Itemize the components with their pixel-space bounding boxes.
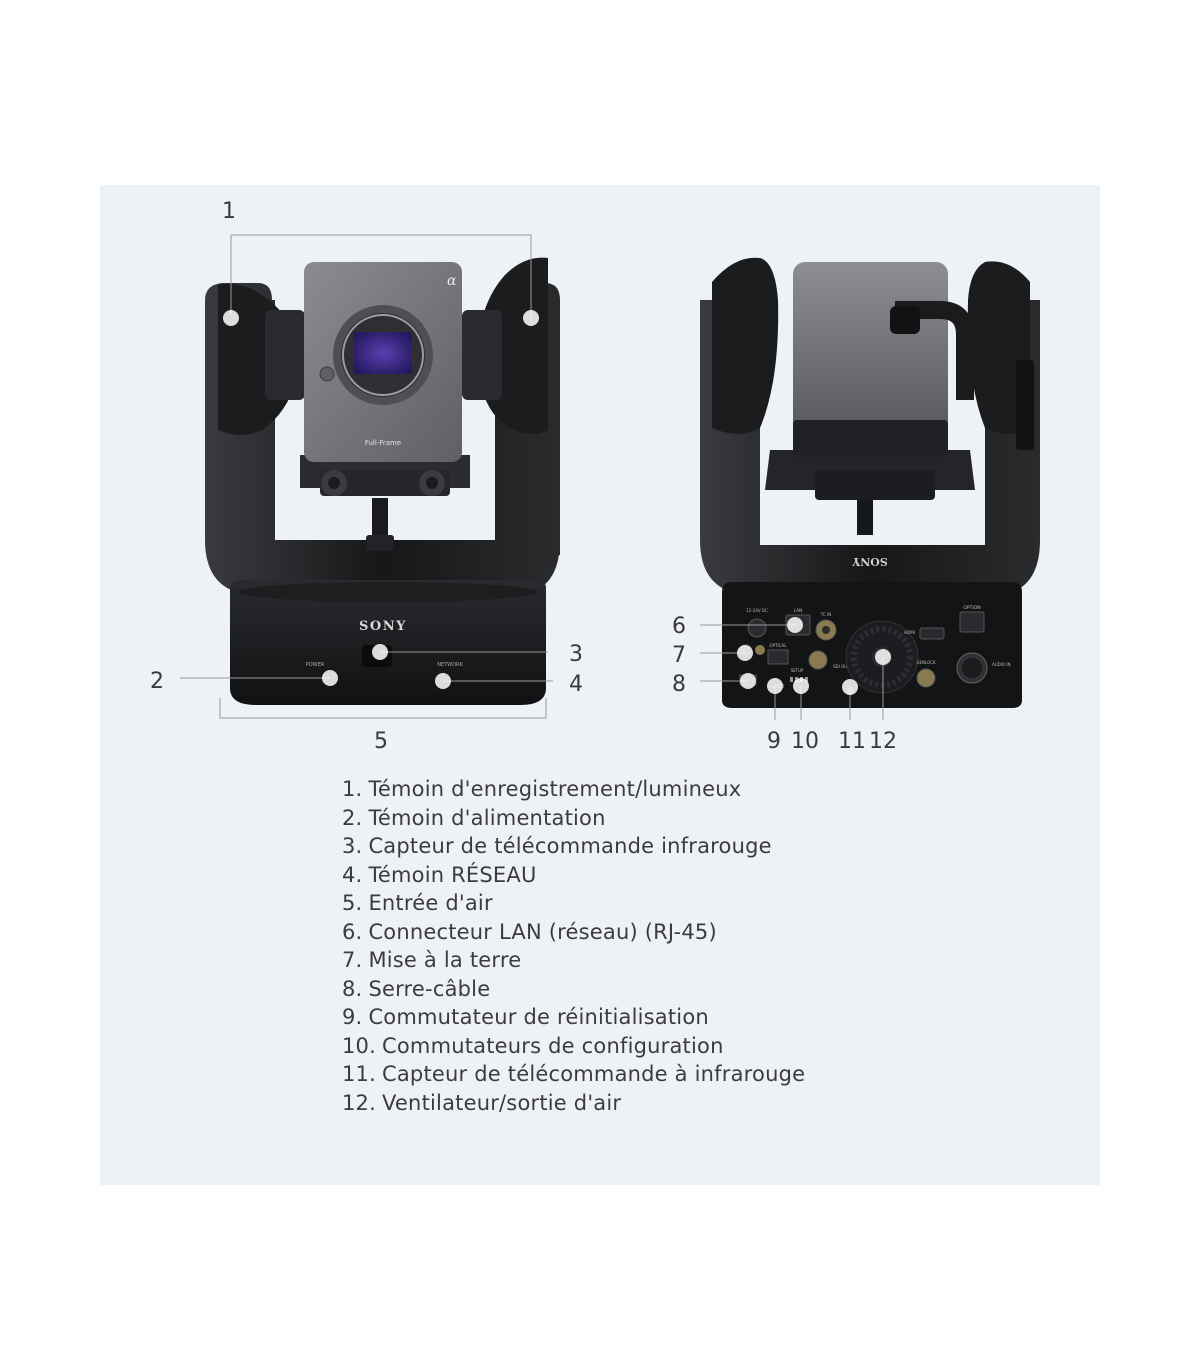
- option-label: OPTION: [963, 605, 980, 611]
- legend-item: 8.Serre-câble: [342, 976, 491, 1001]
- callout-5: 5: [374, 729, 388, 754]
- optical-label: OPTICAL: [770, 643, 788, 648]
- legend-item: 9.Commutateur de réinitialisation: [342, 1005, 709, 1029]
- callout-11: 11: [838, 729, 866, 754]
- tc-in-label: TC IN: [820, 612, 831, 617]
- legend-item: 7.Mise à la terre: [342, 948, 522, 972]
- callout-7: 7: [672, 643, 686, 668]
- legend-item: 2.Témoin d'alimentation: [342, 805, 606, 830]
- genlock-connector: [916, 668, 936, 688]
- callout-1: 1: [222, 199, 236, 224]
- callout-markers: [223, 310, 891, 695]
- camera-rear: SONY LAN 12-24V DC TC IN OPTICAL SDI OUT…: [700, 257, 1040, 708]
- option-port: [959, 611, 985, 633]
- lan-port-label: LAN: [793, 608, 802, 614]
- callout-2: 2: [150, 669, 164, 694]
- callout-3: 3: [569, 642, 583, 667]
- image-sensor: [354, 332, 412, 374]
- power-label: POWER: [306, 662, 325, 668]
- callout-12: 12: [869, 729, 897, 754]
- legend-item: 12.Ventilateur/sortie d'air: [342, 1090, 622, 1115]
- legend-item: 3.Capteur de télécommande infrarouge: [342, 834, 772, 858]
- callout-numbers: 1 2 3 4 5 6 7 8 9 10 11 12: [150, 199, 897, 754]
- legend-item: 5.Entrée d'air: [342, 891, 493, 915]
- callout-9: 9: [767, 729, 781, 754]
- alpha-mark: α: [447, 273, 457, 289]
- camera-base: [230, 580, 546, 705]
- legend-item: 10.Commutateurs de configuration: [342, 1033, 724, 1058]
- hdmi-port: [919, 627, 945, 640]
- audio-in-label: AUDIO IN: [992, 662, 1011, 667]
- setup-label: SETUP: [791, 668, 804, 673]
- sdi-connector: [808, 650, 828, 670]
- dc-out-label: 12-24V DC: [746, 608, 768, 613]
- full-frame-label: Full-Frame: [365, 439, 401, 447]
- legend-list: 1.Témoin d'enregistrement/lumineux 2.Tém…: [342, 775, 805, 1117]
- hdmi-label: HDMI: [904, 630, 915, 635]
- callout-4: 4: [569, 672, 583, 697]
- optical-port: [767, 649, 789, 665]
- sony-logo-rear: SONY: [852, 555, 888, 568]
- callout-10: 10: [791, 729, 819, 754]
- legend-item: 6.Connecteur LAN (réseau) (RJ-45): [342, 919, 717, 944]
- callout-lines: [180, 234, 884, 720]
- camera-front: α Full-Frame SONY POWER NETWORK: [205, 257, 560, 705]
- sony-logo-front: SONY: [359, 619, 407, 634]
- callout-6: 6: [672, 614, 686, 639]
- genlock-label: GENLOCK: [916, 660, 936, 665]
- sdi-out-label: SDI OUT: [833, 664, 850, 669]
- legend-item: 1.Témoin d'enregistrement/lumineux: [342, 777, 742, 801]
- callout-8: 8: [672, 672, 686, 697]
- network-label: NETWORK: [437, 662, 463, 668]
- legend-item: 11.Capteur de télécommande à infrarouge: [342, 1062, 806, 1086]
- legend-item: 4.Témoin RÉSEAU: [342, 862, 537, 887]
